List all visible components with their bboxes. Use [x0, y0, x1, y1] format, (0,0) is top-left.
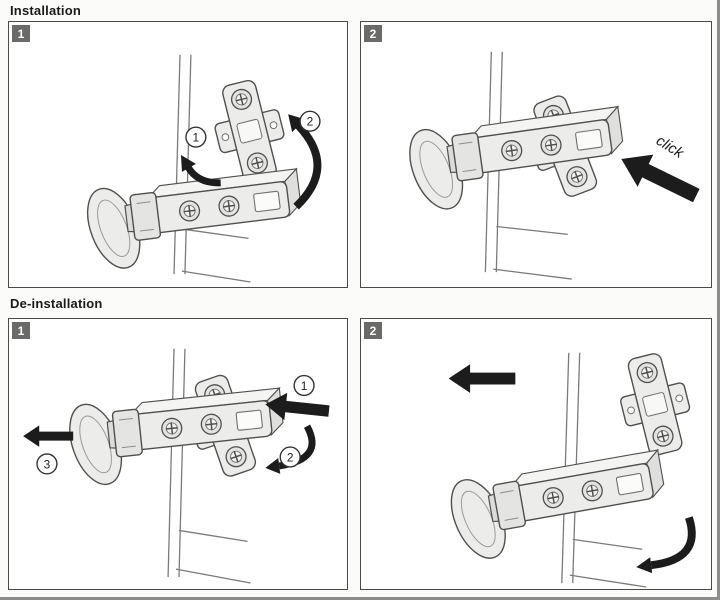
scan-edge-right [717, 0, 720, 600]
scan-edge-bottom [0, 597, 720, 600]
svg-text:1: 1 [301, 379, 308, 393]
svg-text:2: 2 [307, 115, 314, 129]
pull-arrow-icon [448, 364, 516, 393]
step-2-marker: 2 [279, 446, 301, 468]
deinstallation-step-1-drawing: 1 2 3 [23, 348, 331, 584]
hook-arrow-icon [180, 154, 221, 187]
panel-number-badge: 1 [12, 322, 30, 339]
svg-text:3: 3 [44, 457, 51, 471]
svg-text:2: 2 [287, 450, 294, 464]
mounting-plate [611, 348, 699, 460]
step-2-marker: 2 [299, 110, 321, 132]
cabinet-panel-lines [173, 54, 251, 283]
hinge-arm-assembly [439, 441, 672, 570]
deinstallation-step-1-panel: 1 1 2 3 [8, 318, 348, 590]
installation-step-1-drawing: 1 2 [9, 54, 322, 283]
installation-step-2-panel: 2 click [360, 21, 712, 288]
step-3-marker: 3 [36, 453, 58, 475]
installation-step-1-panel: 1 1 2 [8, 21, 348, 288]
click-label: click [653, 133, 687, 163]
step-1-marker: 1 [293, 374, 315, 397]
deinstallation-step-2-panel: 2 [360, 318, 712, 590]
deinstallation-step-2-drawing [361, 319, 711, 588]
release-arrow-icon [23, 425, 74, 447]
section-title-deinstallation: De-installation [10, 296, 103, 311]
hinge-arm-assembly [76, 160, 306, 278]
panel-number-badge: 2 [364, 25, 382, 42]
rotate-arrow-icon [636, 516, 696, 574]
section-title-installation: Installation [10, 3, 82, 18]
step-1-marker: 1 [185, 126, 207, 148]
cabinet-panel-lines [167, 348, 251, 584]
click-arrow-icon [613, 142, 705, 212]
installation-step-2-drawing: click [361, 51, 705, 280]
panel-number-badge: 2 [364, 322, 382, 339]
panel-number-badge: 1 [12, 25, 30, 42]
mounted-hinge-assembly [396, 83, 630, 224]
svg-text:1: 1 [193, 131, 200, 145]
